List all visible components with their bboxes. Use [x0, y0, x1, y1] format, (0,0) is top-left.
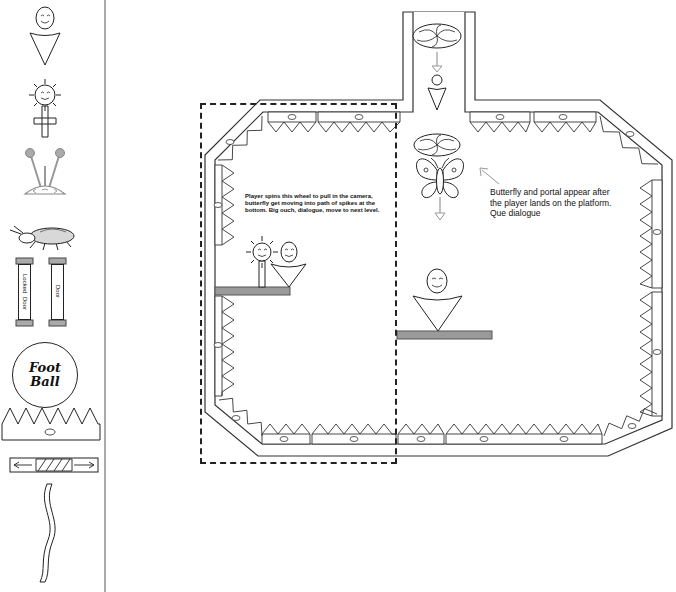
character-body	[271, 264, 306, 287]
wheel-face	[258, 249, 267, 257]
wheel-face	[41, 92, 50, 100]
wing-spot	[424, 168, 428, 172]
lever-knob	[26, 149, 35, 158]
portal	[414, 134, 460, 156]
spike-faces	[214, 115, 661, 442]
node-text: Locked	[22, 274, 28, 293]
fall-arrowhead	[435, 213, 445, 220]
character-head	[281, 242, 297, 262]
room-inner-wall	[215, 12, 662, 444]
fall-arrow	[436, 52, 437, 67]
sidebar-divider	[105, 0, 106, 592]
moving-platform-icon	[10, 458, 98, 472]
character-head	[36, 7, 54, 29]
wing-spot	[452, 168, 456, 172]
wheel-rays	[246, 236, 278, 268]
door-pillar: Door	[51, 264, 64, 320]
door-cap	[16, 320, 33, 326]
annotation-note: Butterfly and portal appear after the pl…	[490, 187, 614, 219]
character-body	[413, 296, 462, 331]
bug-shell-line	[40, 229, 66, 232]
spike-block-icon	[2, 408, 100, 440]
character-body	[30, 33, 60, 65]
portal	[413, 24, 461, 48]
note-text: Player spins this wheel to pull in the c…	[245, 193, 393, 215]
butterfly-wings	[416, 159, 463, 198]
lever-marks	[33, 189, 57, 193]
spike-teeth	[218, 116, 658, 436]
node-text: Door	[22, 297, 28, 310]
wheel-symbol	[253, 243, 271, 261]
room-outer-wall	[205, 12, 672, 456]
character-head	[432, 75, 442, 85]
dashed-focus-region: Player spins this wheel to pull in the c…	[200, 103, 397, 464]
portal-swirl	[418, 135, 456, 155]
hatched-section	[36, 459, 72, 471]
football-circle: Foot Ball	[12, 342, 78, 408]
character-face	[41, 15, 50, 23]
leader-arrow	[480, 168, 499, 184]
wheel-symbol	[35, 85, 55, 105]
portal-swirl	[417, 25, 457, 47]
lever-sticks	[31, 156, 59, 188]
character-head	[427, 269, 447, 293]
lever-knob	[56, 149, 65, 158]
fall-arrow	[439, 197, 440, 214]
spike-plates	[215, 112, 662, 444]
bug-body	[30, 228, 74, 244]
character-body	[428, 88, 446, 110]
platform	[215, 287, 290, 295]
character-face	[285, 249, 294, 257]
fall-arrowhead	[432, 66, 442, 72]
platform	[397, 331, 492, 339]
wheel-rays	[29, 79, 61, 111]
bug-head	[19, 233, 35, 243]
rope-icon	[45, 484, 55, 582]
node-text: Foot Ball	[23, 361, 67, 390]
node-text: Door	[55, 285, 61, 298]
spike-face	[45, 429, 55, 435]
rope-ends	[40, 484, 52, 582]
butterfly-body	[437, 168, 444, 194]
character-face	[432, 278, 443, 287]
lever-base	[25, 186, 65, 194]
door-pillar: LockedDoor	[18, 264, 31, 320]
door-cap	[49, 320, 66, 326]
